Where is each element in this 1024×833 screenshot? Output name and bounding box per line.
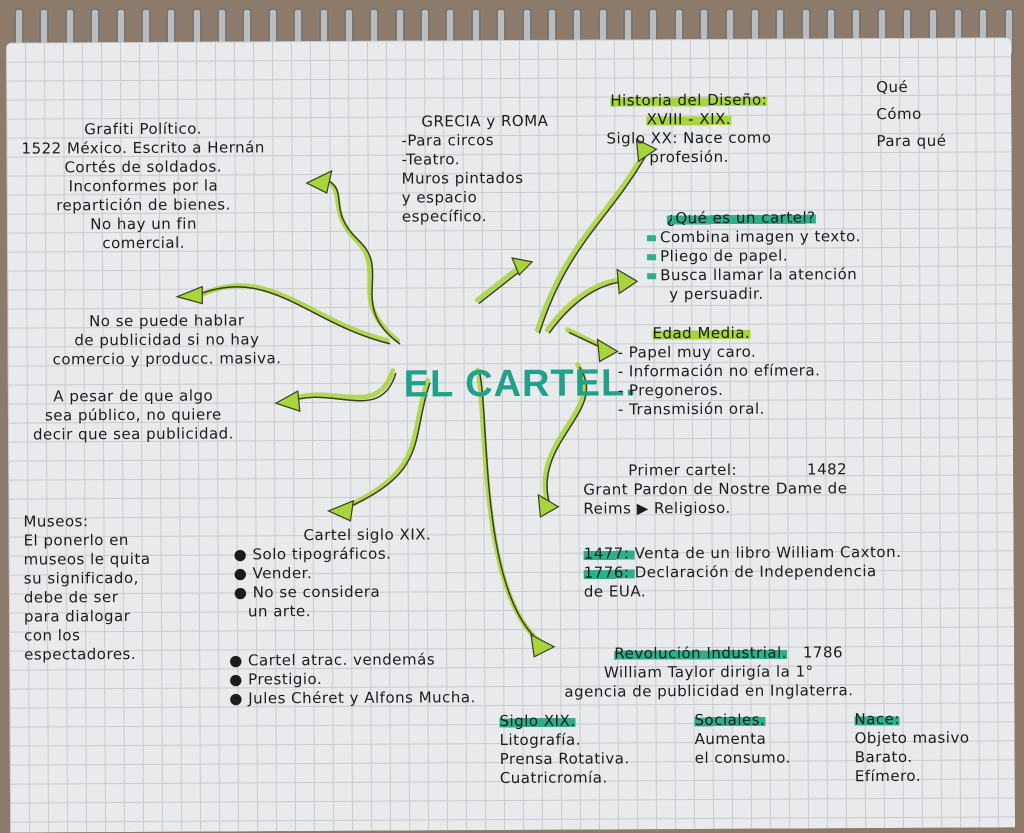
note-line: para dialogar [23, 606, 131, 626]
note-line: ● Prestigio. [229, 669, 323, 689]
note-line: ● Jules Chéret y Alfons Mucha. [229, 688, 476, 708]
note-line: William Taylor dirigía la 1° [603, 662, 814, 682]
note-line: espectadores. [24, 644, 137, 664]
notebook-page: EL CARTEL. Grafiti Político.1522 México.… [5, 37, 1016, 833]
note-line: ● No se considera [233, 582, 381, 602]
note-line: su significado, [23, 568, 139, 588]
note-line: Litografía. [499, 730, 582, 750]
bullet-icon [647, 272, 657, 279]
note-line: Siglo XIX. [499, 711, 576, 731]
note-line: XVIII - XIX. [646, 109, 732, 129]
cartel-siglo-xix-block: Cartel siglo XIX.● Solo tipográficos.● V… [233, 525, 432, 621]
note-line: Qué [876, 77, 909, 97]
note-line: un arte. [247, 602, 311, 621]
mind-map-connectors [175, 138, 658, 658]
note-line: debe de ser [23, 588, 119, 607]
note-line: El ponerlo en [23, 530, 129, 550]
note-line: Objeto masivo [854, 728, 970, 748]
note-line: - Papel muy caro. [617, 342, 757, 362]
note-line: 1522 México. Escrito a Hernán [21, 138, 265, 158]
note-line: Cortés de soldados. [64, 157, 223, 177]
fechas-block: 1477: Venta de un libro William Caxton.1… [583, 542, 902, 602]
note-line: el consumo. [694, 748, 791, 768]
note-line: Pliego de papel. [660, 246, 789, 266]
note-line: ● Solo tipográficos. [233, 544, 392, 564]
note-line: de publicidad si no hay [74, 330, 260, 350]
central-title: EL CARTEL. [403, 362, 637, 406]
year: 1786 [787, 643, 844, 662]
note-line: Prensa Rotativa. [499, 749, 630, 769]
note-line: y espacio [401, 188, 478, 207]
bullet-icon [647, 253, 657, 260]
note-line: ● Cartel atrac. vendemás [229, 650, 436, 670]
note-line: Para qué [876, 131, 947, 151]
note-line: agencia de publicidad en Inglaterra. [564, 681, 854, 701]
year-badge: 1776: [583, 563, 635, 582]
note-line: Museos: [23, 512, 89, 531]
note-line: comercial. [102, 233, 186, 253]
note-line: museos le quita [23, 549, 151, 569]
note-line: Grafiti Político. [84, 119, 203, 139]
bullet-icon [646, 234, 656, 241]
note-line: Edad Media. [652, 323, 751, 343]
que-es-cartel-block: ¿Qué es un cartel?Combina imagen y texto… [646, 208, 861, 304]
note-line: decir que sea publicidad. [32, 424, 234, 444]
note-line: - Pregoneros. [617, 380, 724, 400]
edad-media-block: Edad Media.- Papel muy caro.- Informació… [617, 323, 820, 419]
note-line: Aumenta [694, 729, 767, 749]
note-line: Venta de un libro William Caxton. [634, 542, 902, 563]
note-line: ¿Qué es un cartel? [666, 208, 816, 228]
note-line: A pesar de que algo [53, 386, 214, 406]
note-line: -Teatro. [401, 150, 461, 169]
note-line: repartición de bienes. [56, 195, 231, 215]
note-line: Inconformes por la [68, 176, 219, 196]
columna-siglo-xix: Siglo XIX.Litografía.Prensa Rotativa.Cua… [499, 711, 630, 788]
grafiti-block: Grafiti Político.1522 México. Escrito a … [21, 119, 265, 253]
note-line: GRECIA y ROMA [421, 111, 549, 131]
note-line: Historia del Diseño: [610, 90, 768, 110]
note-line: - Transmisión oral. [617, 399, 765, 419]
note-line: Efímero. [854, 766, 922, 786]
note-line: No hay un fin [90, 214, 197, 234]
note-line: profesión. [649, 147, 729, 167]
note-line: ● Vender. [233, 564, 313, 583]
note-line: - Información no efímera. [617, 361, 821, 381]
note-line: Cómo [876, 104, 922, 124]
note-line: de EUA. [583, 582, 647, 601]
note-line: Declaración de Independencia [634, 562, 877, 582]
note-line: Muros pintados [401, 168, 524, 188]
note-line: Primer cartel: [628, 460, 738, 480]
note-line: Busca llamar la atención [660, 265, 858, 285]
note-line: Cartel siglo XIX. [303, 525, 432, 545]
year-badge: 1477: [583, 544, 635, 563]
note-line: Barato. [854, 747, 913, 767]
note-line: específico. [401, 207, 487, 226]
year: 1482 [806, 460, 848, 479]
note-line: Sociales. [694, 710, 766, 730]
cartel-atrac-block: ● Cartel atrac. vendemás● Prestigio.● Ju… [229, 650, 476, 708]
note-line: -Para circos [401, 131, 495, 150]
note-line: Cuatricromía. [499, 768, 608, 788]
note-line: y persuadir. [669, 284, 764, 304]
grecia-roma-block: GRECIA y ROMA-Para circos-Teatro.Muros p… [401, 112, 549, 227]
note-line: Revolución Industrial. [614, 643, 788, 663]
note-line: sea público, no quiere [44, 405, 222, 425]
note-line: Reims ▶ Religioso. [583, 498, 731, 518]
note-line: comercio y producc. masiva. [52, 349, 282, 369]
note-line: Grant Pardon de Nostre Dame de [583, 479, 848, 499]
note-line: Siglo XX: Nace como [606, 128, 772, 148]
historia-diseno-block: Historia del Diseño:XVIII - XIX.Siglo XX… [606, 90, 772, 168]
note-line: Combina imagen y texto. [659, 227, 861, 247]
note-line: con los [23, 626, 81, 645]
note-line: Nace: [854, 709, 900, 729]
note-line: No se puede hablar [89, 311, 245, 331]
